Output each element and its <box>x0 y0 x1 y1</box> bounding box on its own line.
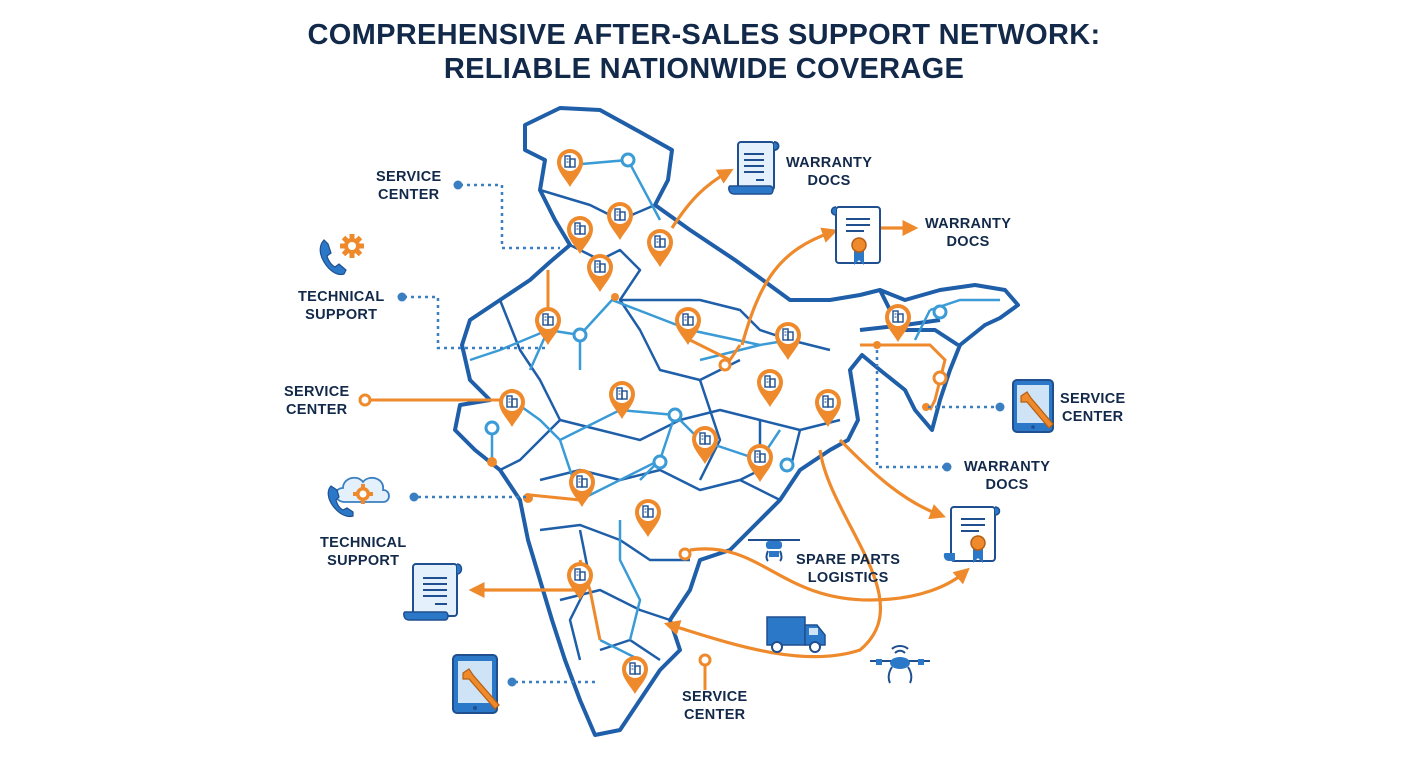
callout-warranty-docs-top: WARRANTY DOCS <box>786 155 873 189</box>
dotted-connectors <box>404 183 998 684</box>
callout-spare-parts-logistics: SPARE PARTS LOGISTICS <box>796 552 901 586</box>
tablet-wrench-icon <box>452 654 500 714</box>
tablet-wrench-icon <box>1012 379 1054 433</box>
title-line-2: RELIABLE NATIONWIDE COVERAGE <box>443 53 965 85</box>
dotted-endpoints <box>397 180 1005 687</box>
phone-gear-icon <box>319 234 364 276</box>
orange-arrows <box>468 168 970 659</box>
orange-nodes <box>358 358 948 667</box>
callout-technical-support-phone: TECHNICAL SUPPORT <box>298 289 385 323</box>
certificate-icon <box>830 206 881 265</box>
orange-routes <box>370 270 947 690</box>
cloud-phone-gear-icon <box>327 476 390 518</box>
orange-solid-nodes <box>487 293 930 503</box>
title-line-1: COMPREHENSIVE AFTER-SALES SUPPORT NETWOR… <box>307 19 1101 51</box>
map-outline <box>453 106 1020 737</box>
network-nodes <box>484 152 948 473</box>
delivery-truck-icon <box>766 616 826 653</box>
scroll-document-icon <box>728 141 780 195</box>
callout-technical-support-cloud: TECHNICAL SUPPORT <box>320 535 407 569</box>
certificate-icon <box>943 506 1001 563</box>
scroll-document-icon <box>403 563 463 621</box>
drone-icon <box>748 539 800 562</box>
callout-warranty-docs-east: WARRANTY DOCS <box>964 459 1051 493</box>
callout-service-center-west: SERVICE CENTER <box>284 384 350 418</box>
network-lines <box>469 158 1000 662</box>
callout-warranty-docs-certificate: WARRANTY DOCS <box>925 216 1012 250</box>
callout-service-center-north-west: SERVICE CENTER <box>376 169 442 203</box>
drone-icon <box>870 645 930 684</box>
callout-service-center-east: SERVICE CENTER <box>1060 391 1126 425</box>
callout-service-center-south: SERVICE CENTER <box>682 689 748 723</box>
